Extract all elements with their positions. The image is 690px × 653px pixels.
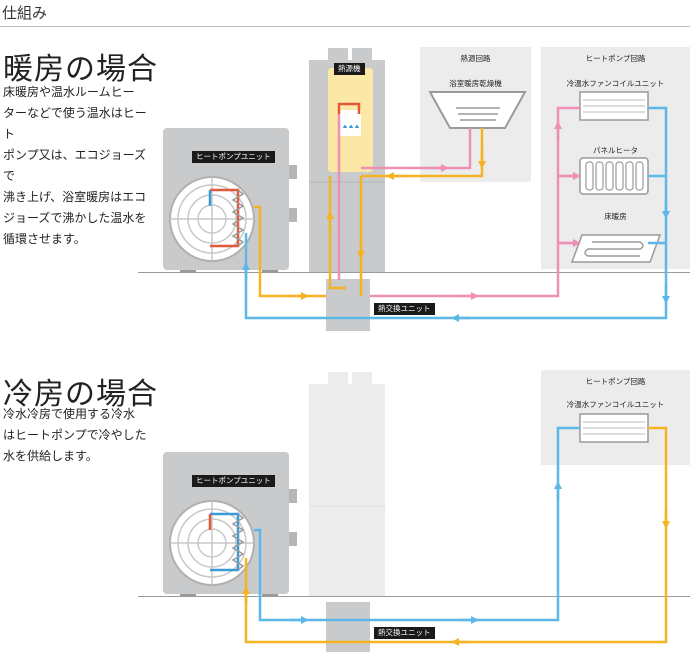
bathroom-dryer (428, 91, 527, 129)
cooling-fancoil-unit (579, 413, 649, 443)
boiler-flame-icon (339, 110, 361, 136)
cooling-heatpump-unit-label: ヒートポンプユニット (192, 475, 275, 487)
heating-pipes (242, 102, 670, 322)
cooling-pipes (242, 426, 670, 646)
cooling-heatpump-unit (163, 452, 297, 597)
boiler-tank (309, 48, 385, 272)
cooling-description: 冷水冷房で使用する冷水 はヒートポンプで冷やした 水を供給します。 (3, 407, 147, 463)
dryer-label: 浴室暖房乾燥機 (449, 79, 502, 88)
fancoil-unit (579, 91, 649, 121)
ground-line-cooling (138, 596, 690, 597)
fancoil-label: 冷温水ファンコイルユニット (566, 79, 665, 88)
heat-source-panel-title: 熱源回路 (460, 54, 491, 63)
cooling-fancoil-label: 冷温水ファンコイルユニット (566, 400, 665, 409)
floor-heating-label: 床暖房 (604, 212, 627, 221)
panel-heater (579, 157, 649, 195)
title-divider (0, 26, 690, 27)
heatpump-panel-title: ヒートポンプ回路 (585, 54, 646, 63)
heatpump-unit (163, 128, 297, 273)
boiler-label: 熱源機 (334, 63, 365, 75)
heatpump-unit-label: ヒートポンプユニット (192, 151, 275, 163)
ground-line-heating (138, 272, 690, 273)
page-title: 仕組み (2, 4, 48, 22)
cooling-heat-exchanger-unit (326, 602, 370, 652)
cooling-heading: 冷房の場合 (3, 377, 158, 412)
floor-heating (570, 234, 662, 263)
heating-description: 床暖房や温水ルームヒー ターなどで使う温水はヒート ポンプ又は、エコジョーズで … (3, 85, 147, 246)
exchanger-label: 熱交換ユニット (374, 303, 435, 315)
panel-heater-label: パネルヒータ (593, 146, 638, 155)
cooling-exchanger-label: 熱交換ユニット (374, 627, 435, 639)
cooling-heatpump-panel-title: ヒートポンプ回路 (585, 377, 646, 386)
heating-heading: 暖房の場合 (3, 52, 158, 87)
cooling-tank-ghost (309, 372, 385, 596)
